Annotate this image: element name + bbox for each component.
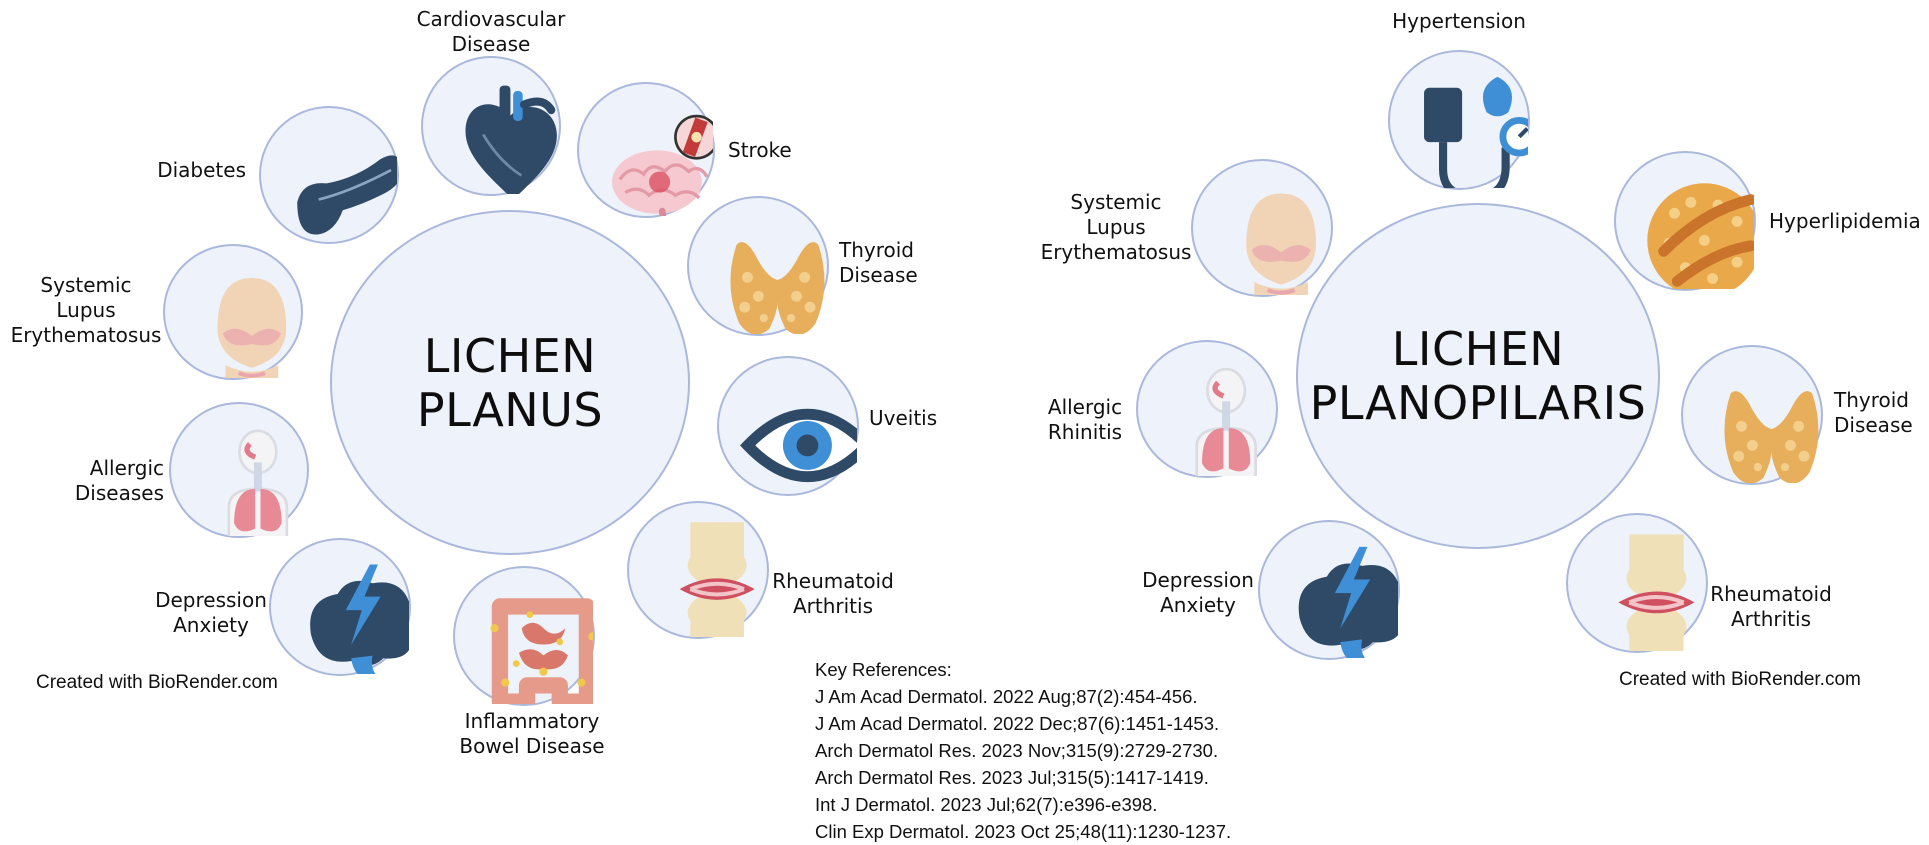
thyroid-disease-node-right [1681,345,1823,485]
allergic-rhinitis-label: Allergic Rhinitis [1032,395,1138,445]
uveitis-node [717,356,859,496]
biorender-credit-left: Created with BioRender.com [36,672,278,694]
hyperlipidemia-node [1614,151,1756,291]
rheumatoid-arthritis-node [627,501,769,639]
hyperlipidemia-label: Hyperlipidemia [1769,209,1921,234]
thyroid-disease-node [687,196,829,336]
brain-lightning-icon [271,540,409,674]
allergic-diseases-label: Allergic Diseases [44,456,164,506]
key-references: Key References: J Am Acad Dermatol. 2022… [815,656,1231,845]
pancreas-icon [261,108,397,242]
lichen-planus-title-line1: LICHEN [424,329,596,383]
reference-item: Int J Dermatol. 2023 Jul;62(7):e396-e398… [815,791,1231,818]
brain-lightning-icon [1260,522,1398,658]
systemic-lupus-label-right: Systemic Lupus Erythematosus [1036,190,1196,265]
eye-icon [719,358,857,494]
inflamed-joint-icon [1568,515,1706,651]
lichen-planopilaris-hub: LICHEN PLANOPILARIS [1296,203,1660,549]
thyroid-icon [689,198,827,334]
systemic-lupus-node [163,244,303,380]
reference-item: J Am Acad Dermatol. 2022 Dec;87(6):1451-… [815,710,1231,737]
face-rash-icon [1193,161,1331,295]
thyroid-disease-label-right: Thyroid Disease [1834,388,1913,438]
lichen-planopilaris-title-line1: LICHEN [1392,322,1564,376]
hypertension-node [1388,50,1530,190]
reference-item: Arch Dermatol Res. 2023 Jul;315(5):1417-… [815,764,1231,791]
lichen-planus-title-line2: PLANUS [417,383,603,437]
diabetes-label: Diabetes [130,158,246,183]
inflamed-joint-icon [629,503,767,637]
lipid-cell-icon [1616,153,1754,289]
diabetes-node [259,106,399,244]
uveitis-label: Uveitis [869,406,937,431]
blood-pressure-monitor-icon [1390,52,1528,188]
allergic-rhinitis-node [1136,340,1278,478]
respiratory-system-icon [171,404,307,536]
hypertension-label: Hypertension [1379,9,1539,34]
heart-icon [423,58,559,194]
intestine-icon [455,568,593,704]
rheumatoid-arthritis-label-right: Rheumatoid Arthritis [1706,582,1836,632]
systemic-lupus-node-right [1191,159,1333,297]
systemic-lupus-label: Systemic Lupus Erythematosus [6,273,166,348]
allergic-diseases-node [169,402,309,538]
rheumatoid-arthritis-node-right [1566,513,1708,653]
references-heading: Key References: [815,656,1231,683]
face-rash-icon [165,246,301,378]
depression-anxiety-label: Depression Anxiety [146,588,276,638]
lichen-planopilaris-title-line2: PLANOPILARIS [1310,376,1647,430]
biorender-credit-right: Created with BioRender.com [1619,669,1861,691]
inflammatory-bowel-disease-node [453,566,595,706]
reference-item: J Am Acad Dermatol. 2022 Aug;87(2):454-4… [815,683,1231,710]
depression-anxiety-node-right [1258,520,1400,660]
brain-stroke-icon [579,84,713,216]
reference-item: Arch Dermatol Res. 2023 Nov;315(9):2729-… [815,737,1231,764]
stroke-label: Stroke [728,138,792,163]
rheumatoid-arthritis-label: Rheumatoid Arthritis [768,569,898,619]
cardiovascular-disease-node [421,56,561,196]
inflammatory-bowel-disease-label: Inflammatory Bowel Disease [452,709,612,759]
thyroid-icon [1683,347,1821,483]
cardiovascular-disease-label: Cardiovascular Disease [416,7,566,57]
respiratory-system-icon [1138,342,1276,476]
thyroid-disease-label: Thyroid Disease [839,238,918,288]
depression-anxiety-label-right: Depression Anxiety [1133,568,1263,618]
depression-anxiety-node [269,538,411,676]
